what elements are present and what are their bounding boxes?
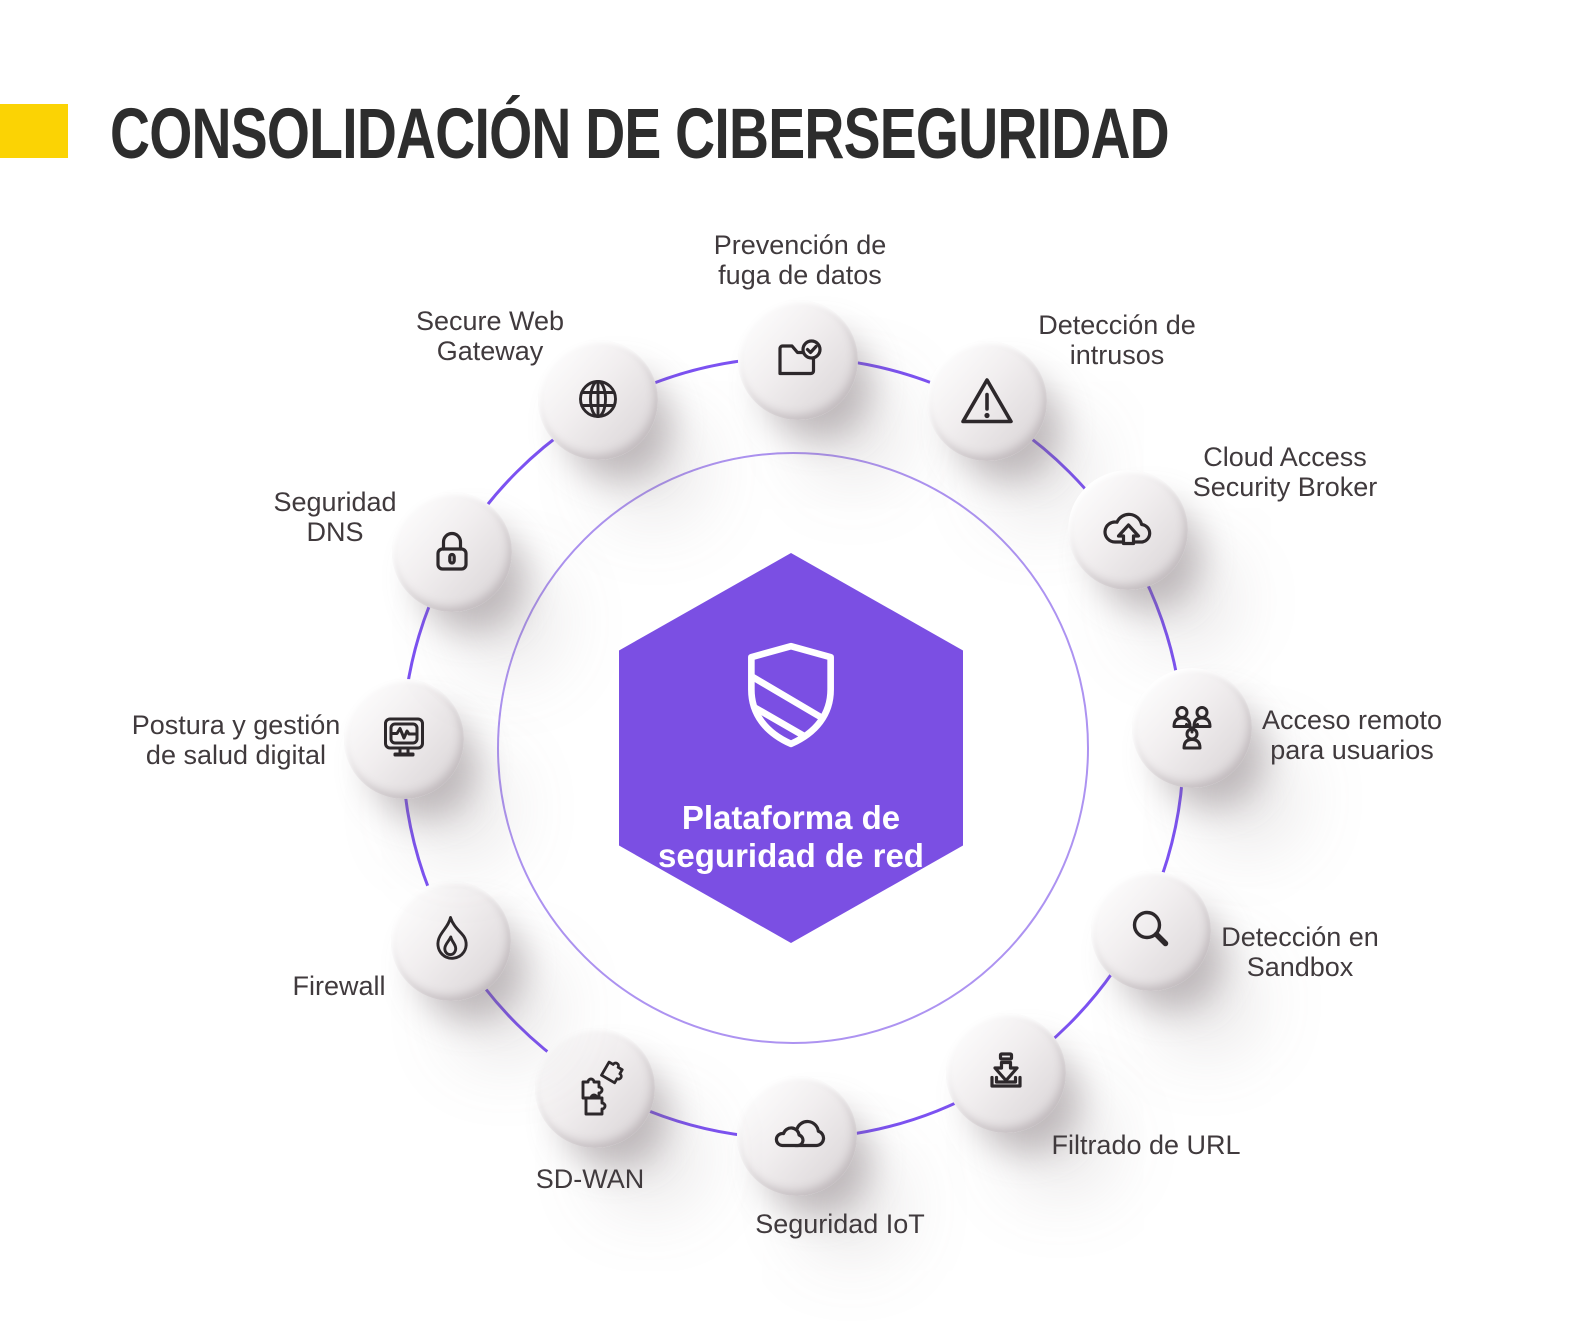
node-label-sd-wan: SD-WAN xyxy=(536,1164,645,1194)
monitor-pulse-icon xyxy=(384,717,424,757)
label-line: de salud digital xyxy=(145,740,327,770)
node-label-secure-web-gateway: Secure Web Gateway xyxy=(416,306,564,366)
node-seguridad-iot xyxy=(737,1076,857,1196)
platform-label-line: seguridad de red xyxy=(658,837,924,874)
globe-icon xyxy=(579,380,617,418)
cloud-upload-icon xyxy=(1103,512,1152,546)
flame-icon xyxy=(436,916,468,960)
folder-check-icon xyxy=(778,339,822,376)
label-line: fuga de datos xyxy=(718,260,882,290)
warning-triangle-icon xyxy=(961,378,1013,424)
node-label-filtrado-url: Filtrado de URL xyxy=(1051,1130,1240,1160)
node-acceso-remoto-usuarios xyxy=(1132,668,1252,788)
label-line: Secure Web xyxy=(415,306,565,336)
label-line: Filtrado de URL xyxy=(1051,1130,1241,1160)
label-line: Prevención de xyxy=(713,230,887,260)
users-network-icon xyxy=(1172,706,1212,750)
node-label-deteccion-intrusos: Detección de intrusos xyxy=(1038,310,1196,370)
node-label-seguridad-iot: Seguridad IoT xyxy=(755,1209,925,1239)
label-line: Gateway xyxy=(436,336,544,366)
node-label-firewall: Firewall xyxy=(292,971,385,1001)
node-label-acceso-remoto-usuarios: Acceso remoto para usuarios xyxy=(1262,705,1442,765)
label-line: Sandbox xyxy=(1246,952,1354,982)
padlock-icon xyxy=(436,531,468,571)
yellow-accent-block xyxy=(0,104,68,158)
magnifier-icon xyxy=(1132,910,1169,947)
label-line: Acceso remoto xyxy=(1261,705,1443,735)
node-prevencion-fuga-datos xyxy=(738,300,858,420)
node-filtrado-url xyxy=(946,1013,1066,1133)
label-line: Detección en xyxy=(1221,922,1379,952)
label-line: DNS xyxy=(306,517,364,547)
node-label-prevencion-fuga-datos: Prevención de fuga de datos xyxy=(714,230,887,290)
label-line: Security Broker xyxy=(1192,472,1378,502)
label-line: intrusos xyxy=(1069,340,1165,370)
node-label-deteccion-sandbox: Detección en Sandbox xyxy=(1221,922,1379,982)
label-line: Firewall xyxy=(292,971,386,1001)
node-label-postura-salud-digital: Postura y gestión de salud digital xyxy=(132,710,341,770)
node-label-cloud-access-security-broker: Cloud Access Security Broker xyxy=(1193,442,1378,502)
puzzle-icon xyxy=(581,1060,624,1116)
label-line: para usuarios xyxy=(1270,735,1434,765)
platform-label: Plataforma de seguridad de red xyxy=(658,799,924,875)
node-secure-web-gateway xyxy=(538,340,658,460)
node-firewall xyxy=(391,881,511,1001)
label-line: Cloud Access xyxy=(1203,442,1367,472)
label-line: SD-WAN xyxy=(535,1164,645,1194)
label-line: Detección de xyxy=(1038,310,1196,340)
label-line: Seguridad IoT xyxy=(755,1209,925,1239)
label-line: Seguridad xyxy=(273,487,397,517)
node-label-seguridad-dns: Seguridad DNS xyxy=(273,487,396,547)
inner-ring-line xyxy=(497,452,1089,1044)
label-line: Postura y gestión xyxy=(131,710,341,740)
node-sd-wan xyxy=(535,1028,655,1148)
platform-label-line: Plataforma de xyxy=(681,799,901,836)
node-seguridad-dns xyxy=(392,492,512,612)
node-cloud-access-security-broker xyxy=(1068,470,1188,590)
node-deteccion-sandbox xyxy=(1091,871,1211,991)
shield-stripe-icon xyxy=(748,642,834,748)
download-tray-icon xyxy=(990,1052,1022,1088)
node-deteccion-intrusos xyxy=(927,341,1047,461)
clouds-icon xyxy=(774,1119,826,1148)
node-postura-salud-digital xyxy=(344,679,464,799)
page-title: CONSOLIDACIÓN DE CIBERSEGURIDAD xyxy=(110,95,1170,174)
